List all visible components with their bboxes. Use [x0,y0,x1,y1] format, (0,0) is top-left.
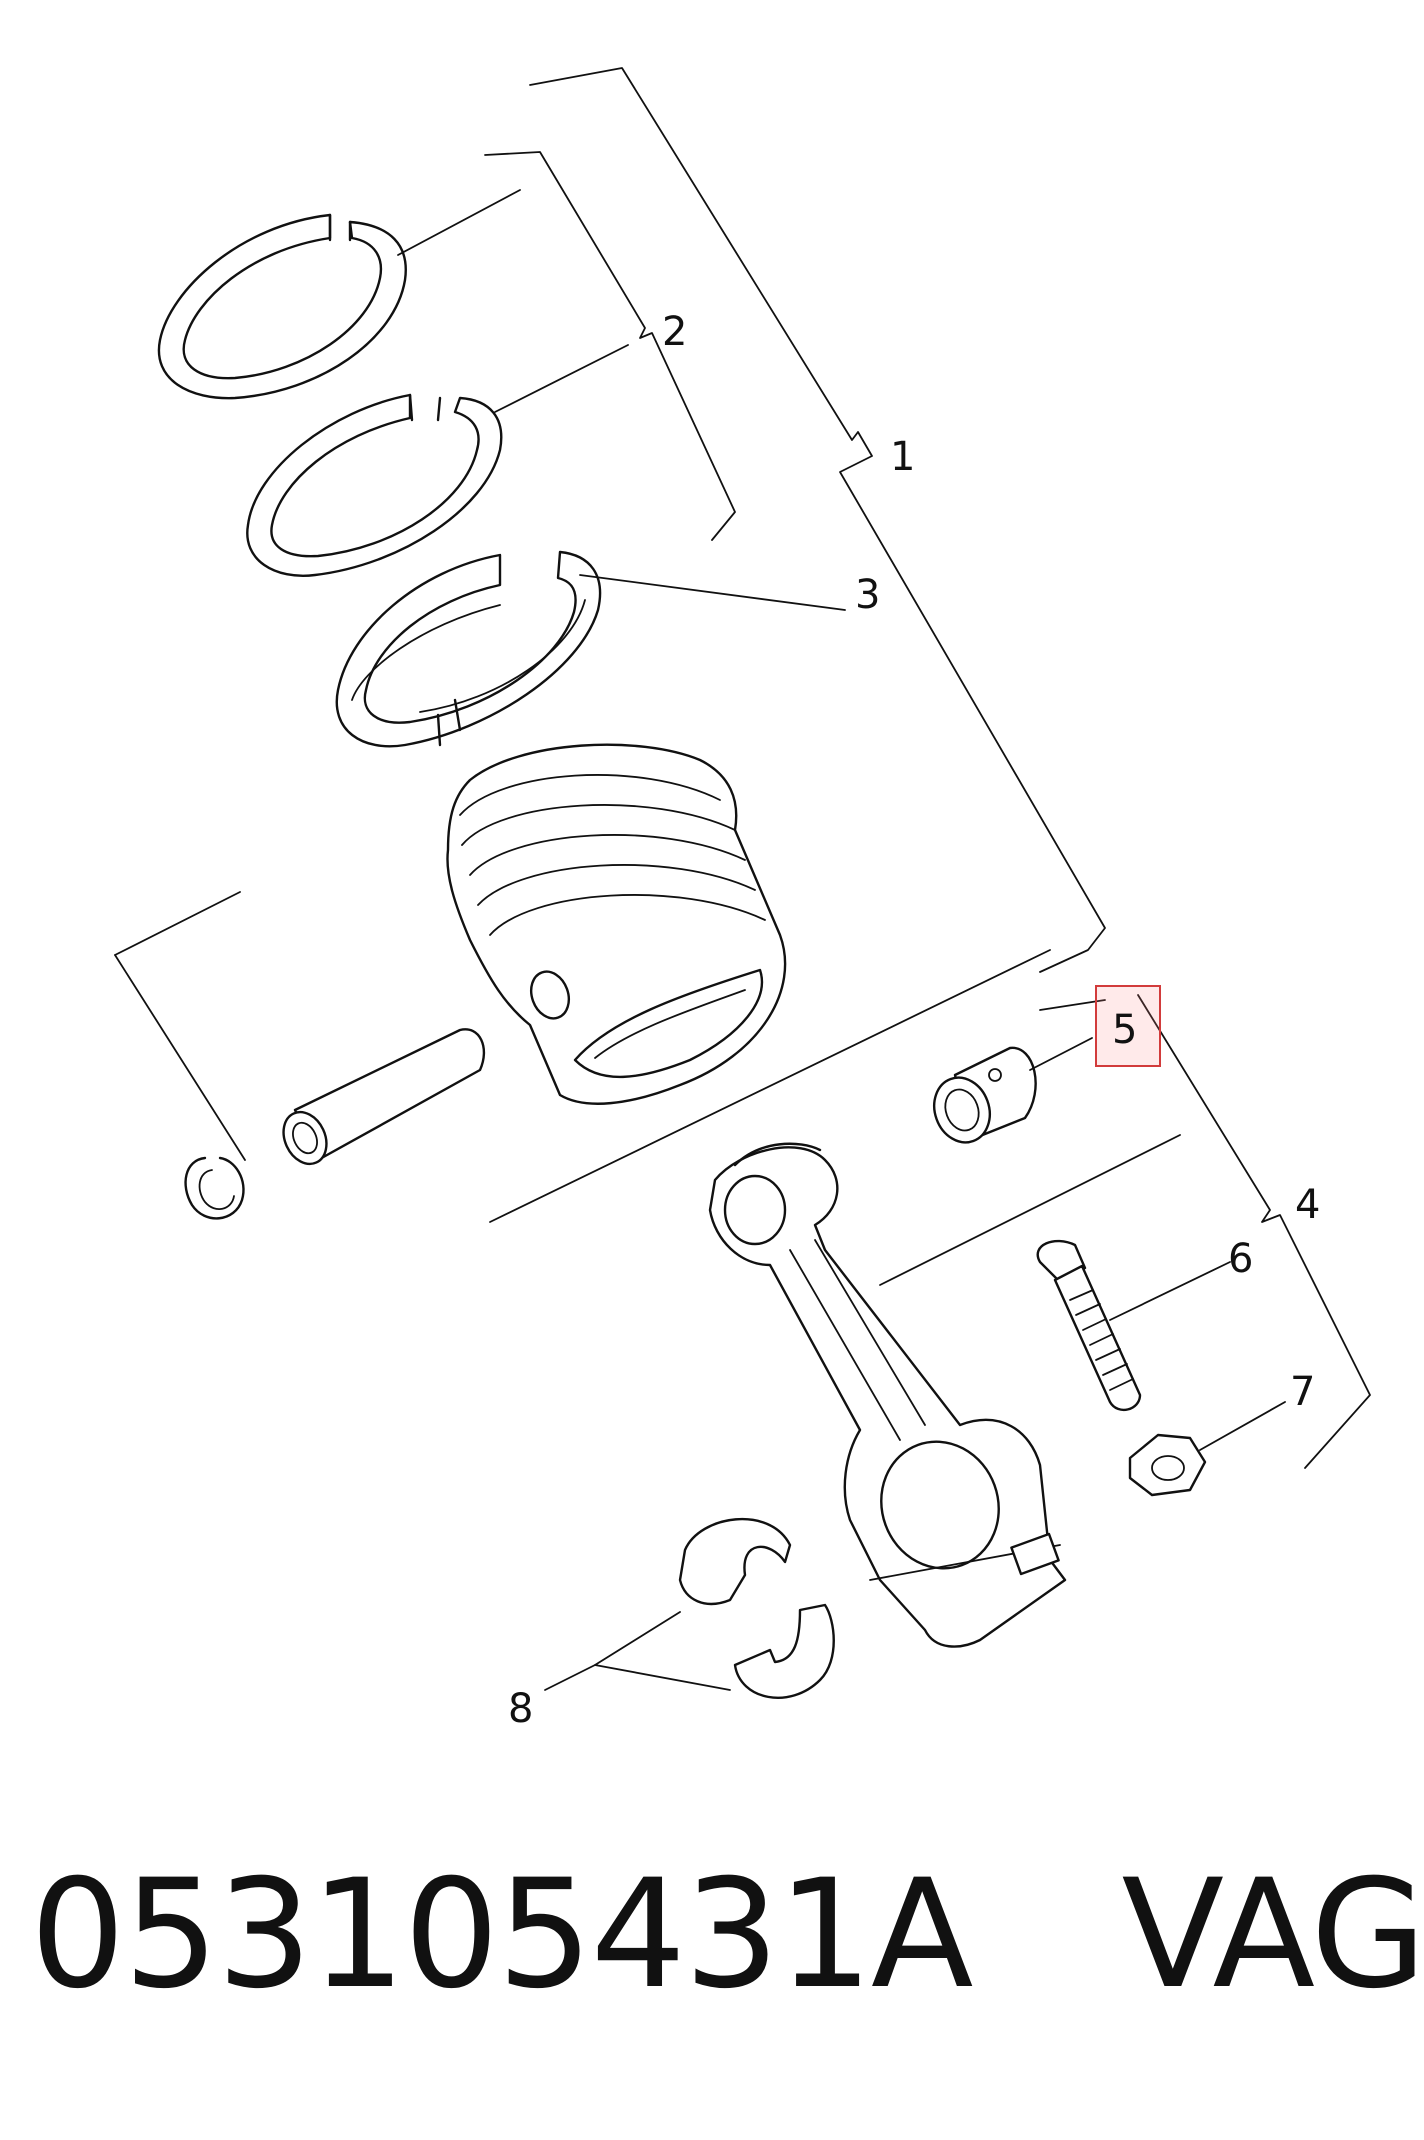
callout-4: 4 [1295,1182,1320,1228]
callout-2: 2 [662,309,687,355]
callout-6: 6 [1228,1236,1253,1282]
conrod-nut [1128,1433,1207,1497]
leader-oil-ring [579,574,846,611]
leader-ring-middle [494,344,629,413]
piston-ring-top [157,213,407,400]
leader-bolt [1109,1261,1231,1321]
bracket-1 [114,67,1106,1223]
callout-5: 5 [1112,1007,1137,1053]
callout-8: 8 [508,1686,533,1732]
leader-shell-b [594,1664,731,1691]
callout-1: 1 [890,434,915,480]
bracket-2 [484,151,736,541]
exploded-parts-diagram: 1 2 3 4 5 6 7 8 [114,67,1371,1732]
leader-nut [1199,1401,1286,1451]
leader-bush [1029,1037,1093,1071]
callout-5-highlight [1095,985,1161,1067]
leader-conrod [879,1134,1181,1286]
conrod-bolt [1036,1239,1142,1412]
part-caption: 053105431A VAG [30,1848,1424,2022]
piston-ring-middle [246,393,503,577]
circlip [184,1156,245,1220]
leader-shell-a [544,1611,681,1691]
bracket-5-tick [1039,999,1106,1011]
oil-control-ring [335,550,602,748]
callout-7: 7 [1290,1369,1315,1415]
part-number: 053105431A [30,1848,974,2022]
bracket-4 [1137,994,1371,1469]
piston [446,743,787,1105]
leader-ring-top [397,189,521,256]
connecting-rod [708,1142,1067,1648]
brand-name: VAG [1121,1848,1424,2022]
bearing-shells [678,1517,835,1699]
gudgeon-pin [282,1028,486,1166]
callout-3: 3 [855,572,880,618]
small-end-bush [933,1046,1037,1144]
